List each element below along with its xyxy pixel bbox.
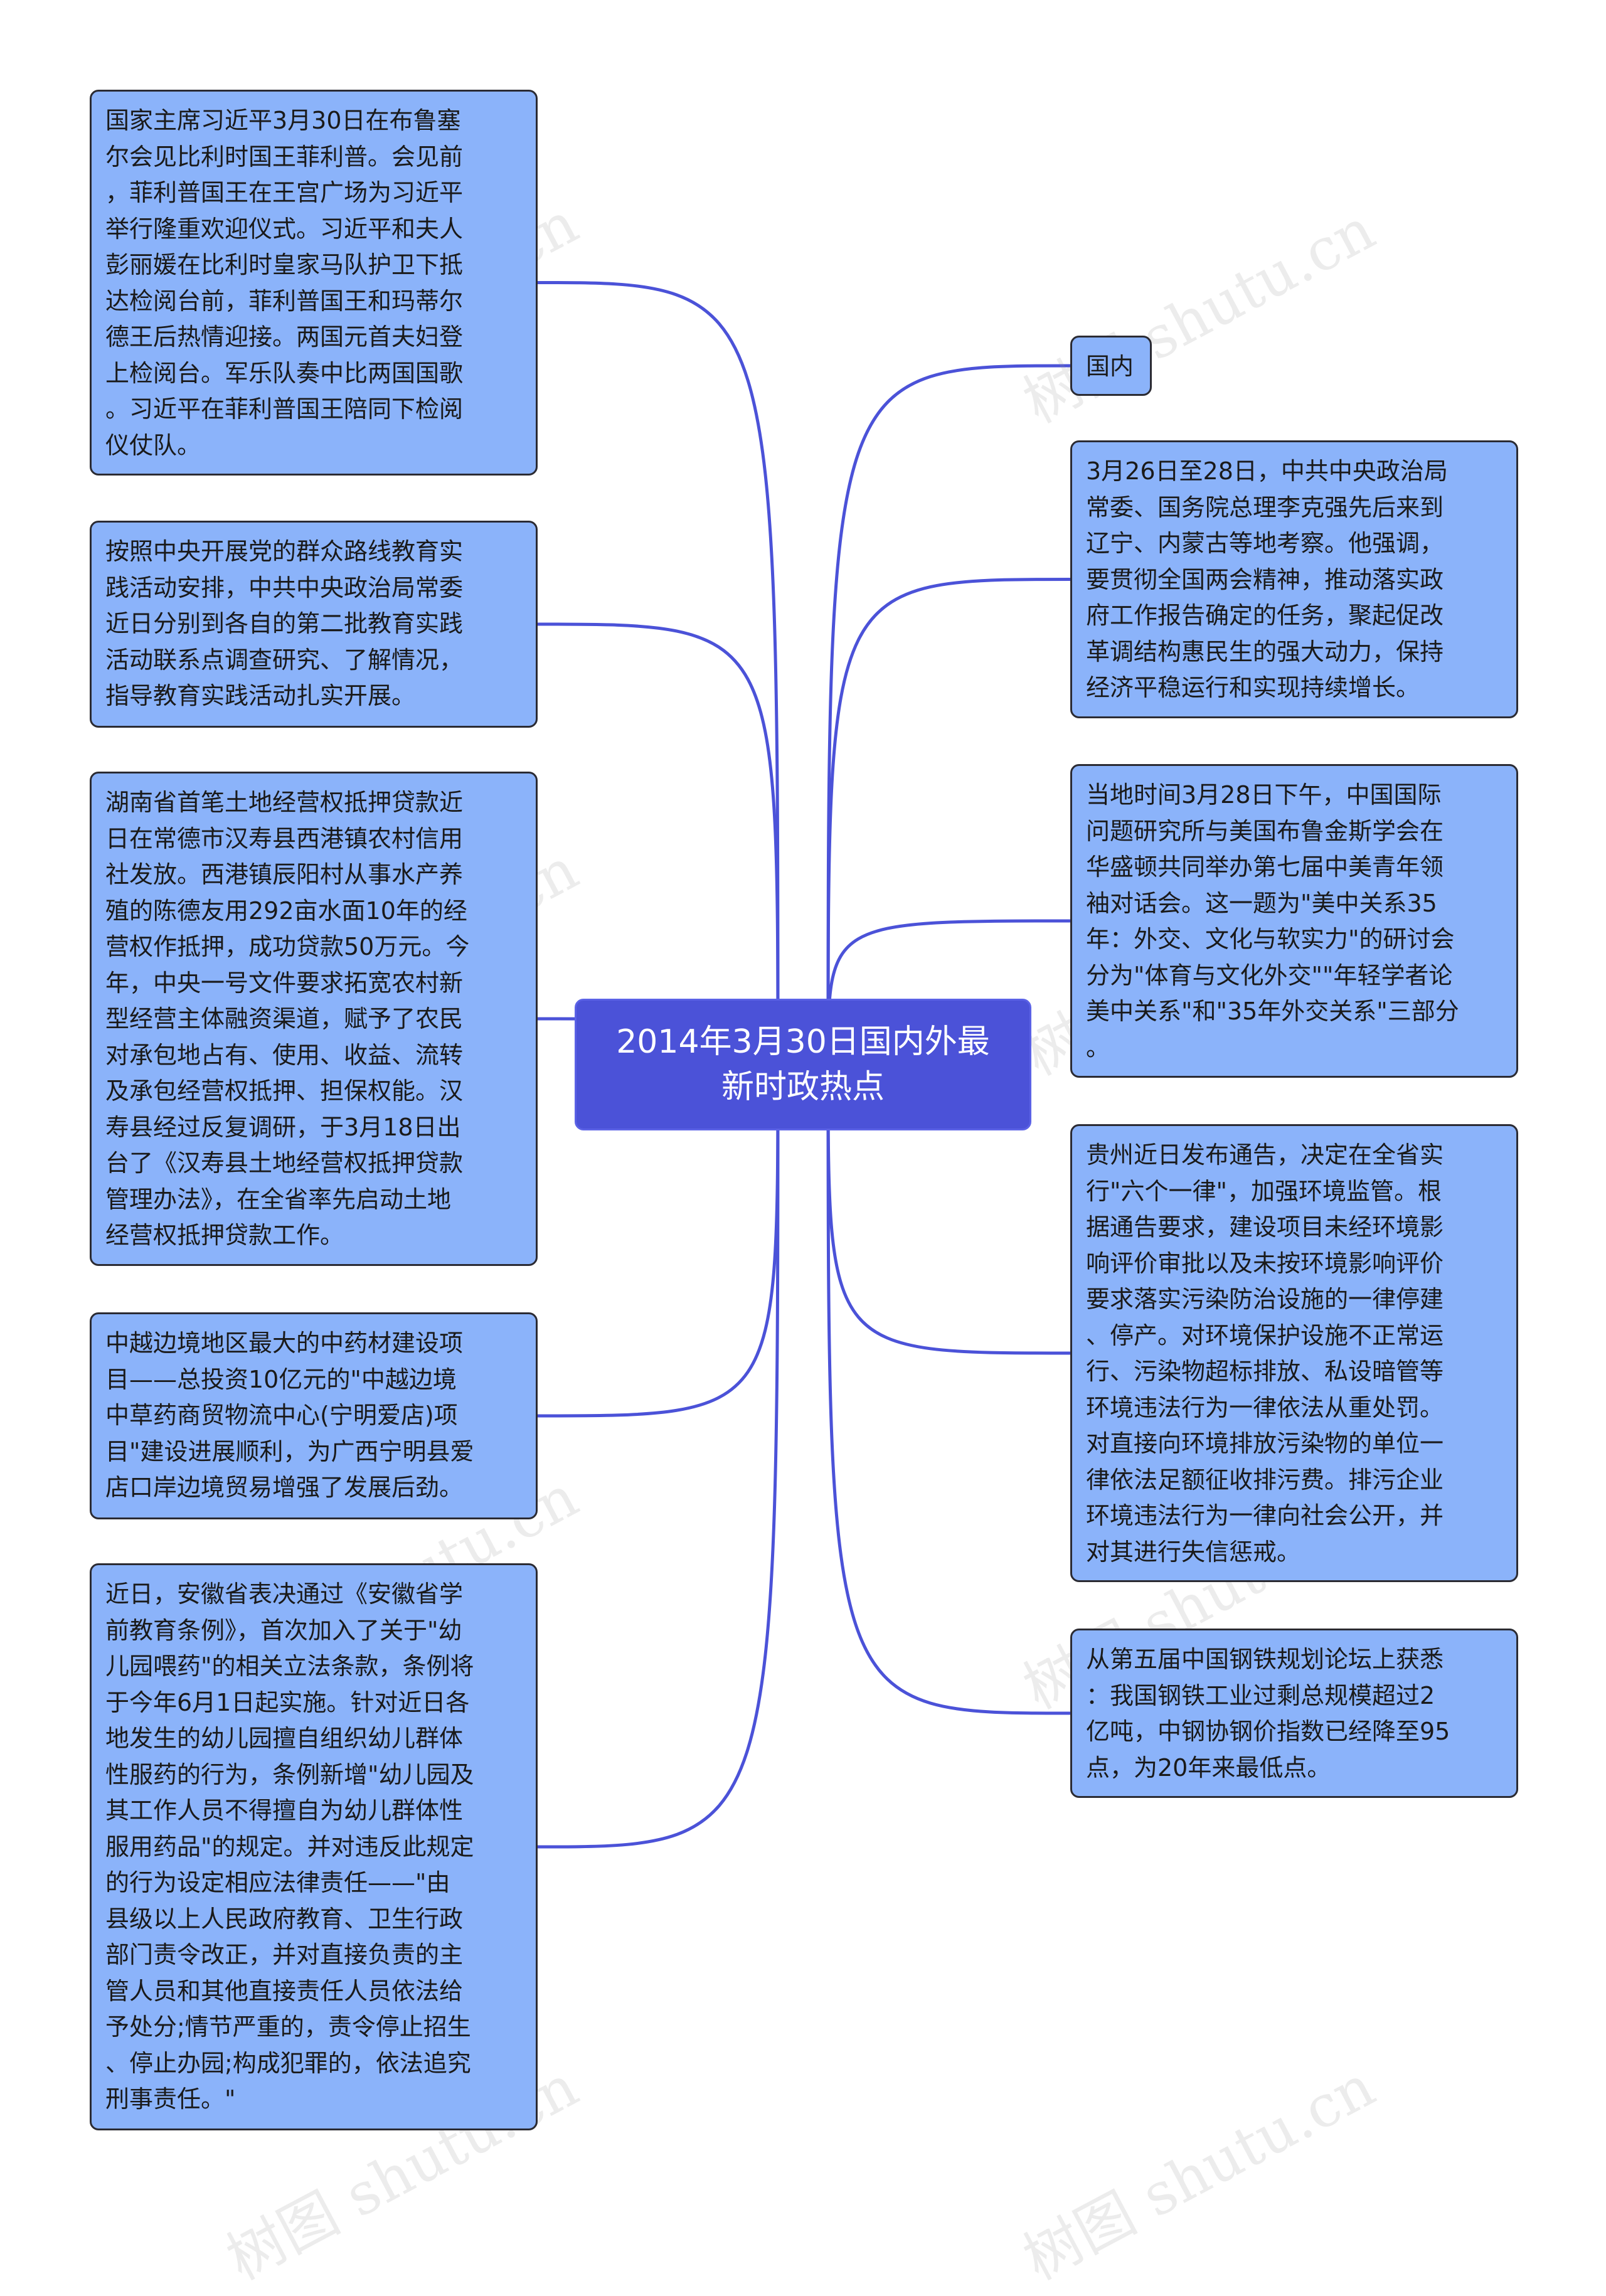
- topic-node-anhui-preschool-regulation[interactable]: 近日，安徽省表决通过《安徽省学 前教育条例》，首次加入了关于"幼 儿园喂药"的相…: [90, 1563, 538, 2130]
- topic-node-xi-belgium-visit[interactable]: 国家主席习近平3月30日在布鲁塞 尔会见比利时国王菲利普。会见前 ，菲利普国王在…: [90, 90, 538, 476]
- connector-l2: [537, 622, 780, 1065]
- topic-node-hunan-land-loan[interactable]: 湖南省首笔土地经营权抵押贷款近 日在常德市汉寿县西港镇农村信用 社发放。西港镇辰…: [90, 772, 538, 1266]
- connector-r1: [826, 364, 1071, 1065]
- topic-node-china-us-youth-dialogue[interactable]: 当地时间3月28日下午，中国国际 问题研究所与美国布鲁金斯学会在 华盛顿共同举办…: [1070, 764, 1518, 1078]
- topic-node-guizhou-environment[interactable]: 贵州近日发布通告，决定在全省实 行"六个一律"，加强环境监管。根 据通告要求，建…: [1070, 1124, 1518, 1582]
- connector-l1: [537, 281, 780, 1065]
- topic-node-mass-line-education[interactable]: 按照中央开展党的群众路线教育实 践活动安排，中共中央政治局常委 近日分别到各自的…: [90, 521, 538, 728]
- topic-node-steel-overcapacity[interactable]: 从第五届中国钢铁规划论坛上获悉 ：我国钢铁工业过剩总规模超过2 亿吨，中钢协钢价…: [1070, 1629, 1518, 1798]
- topic-node-li-keqiang-inspection[interactable]: 3月26日至28日，中共中央政治局 常委、国务院总理李克强先后来到 辽宁、内蒙古…: [1070, 440, 1518, 718]
- connector-r2: [826, 578, 1071, 1065]
- topic-node-domestic[interactable]: 国内: [1070, 336, 1152, 396]
- topic-node-china-vietnam-herb-center[interactable]: 中越边境地区最大的中药材建设项 目——总投资10亿元的"中越边境 中草药商贸物流…: [90, 1312, 538, 1519]
- connector-r5: [826, 1064, 1071, 1715]
- connector-lines: [537, 281, 1071, 1849]
- connector-l5: [537, 1064, 780, 1849]
- root-topic[interactable]: 2014年3月30日国内外最 新时政热点: [575, 999, 1031, 1130]
